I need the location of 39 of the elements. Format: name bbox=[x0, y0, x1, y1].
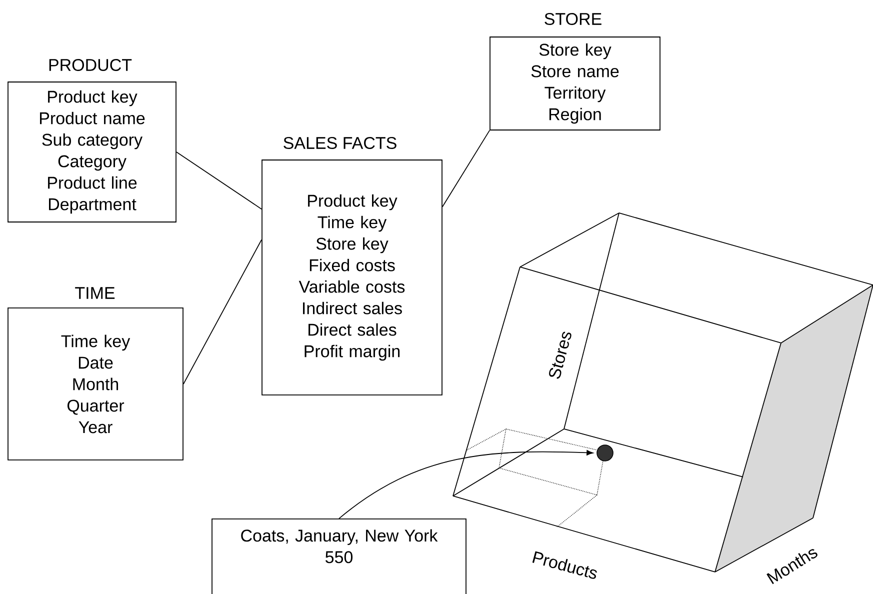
table-box: Store key Store name Territory Region bbox=[490, 36, 660, 130]
data-point bbox=[596, 444, 614, 462]
node-label: Month bbox=[73, 378, 118, 390]
node-label: Fixed costs bbox=[310, 258, 395, 272]
node-label: Indirect sales bbox=[303, 302, 402, 314]
node-label: Store key bbox=[316, 237, 388, 254]
node-label: Territory bbox=[544, 86, 606, 102]
node-label: Department bbox=[48, 198, 136, 214]
node-label: Product key bbox=[308, 194, 398, 210]
connector-line bbox=[442, 130, 490, 208]
node-label: Store name bbox=[531, 65, 619, 78]
axis-label: Products bbox=[532, 551, 597, 579]
node-label: Region bbox=[549, 108, 601, 124]
node-label: Profit margin bbox=[304, 344, 400, 361]
table-heading: SALES FACTS bbox=[284, 136, 396, 150]
node-label: Variable costs bbox=[298, 280, 405, 293]
table-box: Coats, January, New York 550 bbox=[212, 518, 466, 594]
table-box: Time key Date Month Quarter Year bbox=[8, 308, 184, 460]
table-box: Product key Product name Sub category Category Product line Department bbox=[8, 82, 176, 222]
node-label: Category bbox=[58, 155, 126, 171]
node-label: Quarter bbox=[67, 400, 124, 415]
connector-line bbox=[176, 152, 262, 210]
axis-label: Stores bbox=[549, 332, 572, 379]
node-label: Date bbox=[78, 356, 113, 369]
table-box: Product key Time key Store key Fixed costs Variable costs Indirect sales Direct sales Profit margin bbox=[262, 160, 442, 396]
node-label: Product key bbox=[48, 90, 138, 106]
arrow bbox=[338, 450, 594, 519]
node-label: Sub category bbox=[42, 133, 143, 150]
table-heading: TIME bbox=[75, 287, 115, 299]
node-label: Time key bbox=[318, 216, 387, 232]
node-label: Year bbox=[78, 421, 112, 434]
node-label: Store key bbox=[539, 43, 612, 60]
table-heading: STORE bbox=[544, 12, 602, 26]
node-label: Direct sales bbox=[308, 323, 396, 336]
node-label: Product name bbox=[40, 112, 145, 124]
connector-line bbox=[183, 239, 262, 384]
node-label: Product line bbox=[48, 176, 137, 189]
node-label: Time key bbox=[61, 334, 130, 351]
table-heading: PRODUCT bbox=[49, 58, 132, 72]
